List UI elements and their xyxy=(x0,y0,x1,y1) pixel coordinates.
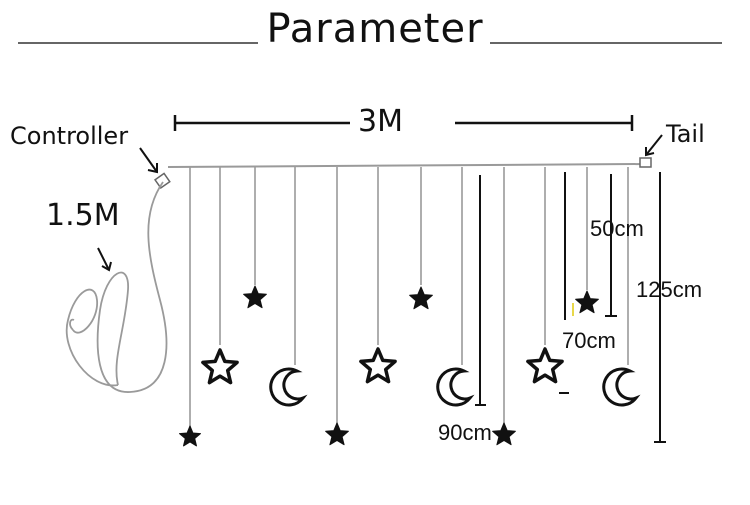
filled-star-ornament xyxy=(492,422,516,446)
page-title: Parameter xyxy=(0,6,750,52)
moon-ornament xyxy=(602,367,641,407)
outline-star-ornament xyxy=(201,348,239,385)
drop-125-label: 125cm xyxy=(636,277,703,302)
filled-star-ornament xyxy=(409,286,433,310)
tail-arrow xyxy=(645,134,663,157)
controller-arrow xyxy=(139,147,158,174)
moon-ornament xyxy=(269,367,308,407)
tail-label: Tail xyxy=(666,120,705,148)
width-dimension xyxy=(173,115,634,131)
lead-arrow xyxy=(97,247,112,272)
filled-star-ornament xyxy=(575,290,599,314)
width-label: 3M xyxy=(358,104,403,139)
controller-label: Controller xyxy=(10,122,129,150)
filled-star-ornament xyxy=(179,425,201,447)
controller-box xyxy=(153,172,171,190)
tail-box xyxy=(639,157,652,168)
main-wire xyxy=(167,163,646,168)
page-title-text: Parameter xyxy=(260,6,490,52)
outline-star-ornament xyxy=(359,347,397,384)
drop-guides xyxy=(475,172,666,443)
lead-cable xyxy=(65,181,168,393)
drop-90-label: 90cm xyxy=(438,420,492,445)
ornaments xyxy=(179,285,641,447)
hanging-strands xyxy=(189,167,629,433)
drop-50-label: 50cm xyxy=(590,216,644,241)
filled-star-ornament xyxy=(243,285,267,309)
moon-ornament xyxy=(436,367,475,407)
outline-star-ornament xyxy=(526,347,564,384)
lead-length-label: 1.5M xyxy=(46,198,120,233)
filled-star-ornament xyxy=(325,422,349,446)
drop-70-label: 70cm xyxy=(562,328,616,353)
